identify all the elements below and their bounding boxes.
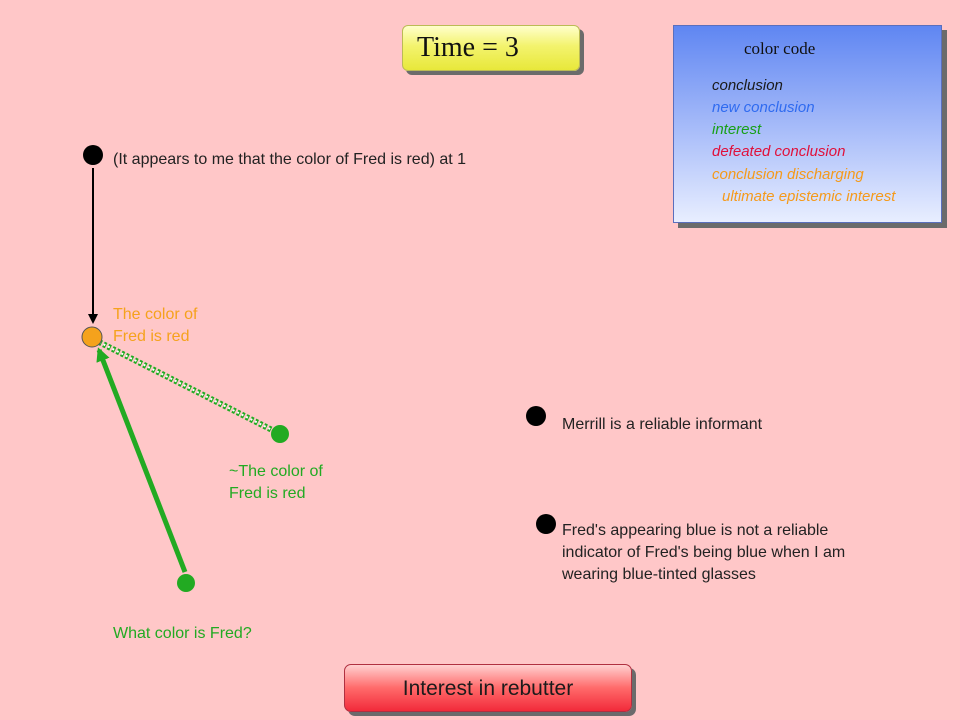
color-code-legend: color code conclusion new conclusion int… xyxy=(673,25,942,223)
legend-item-conclusion-discharging: conclusion discharging xyxy=(712,166,864,183)
label-not-fred-red-line2: Fred is red xyxy=(229,485,306,502)
node-fred-red[interactable] xyxy=(81,326,103,348)
edge-rebutter-link-inner xyxy=(98,341,277,433)
label-blue-glasses-line3: wearing blue-tinted glasses xyxy=(562,566,756,583)
label-blue-glasses: Fred's appearing blue is not a reliable … xyxy=(562,520,845,586)
legend-title: color code xyxy=(744,39,816,58)
legend-item-defeated-conclusion: defeated conclusion xyxy=(712,143,846,160)
label-appears-red: (It appears to me that the color of Fred… xyxy=(113,151,467,168)
node-blue-glasses[interactable] xyxy=(536,514,556,534)
node-what-color[interactable] xyxy=(177,574,195,592)
legend-item-conclusion: conclusion xyxy=(712,77,783,94)
label-fred-red-line1: The color of xyxy=(113,306,198,323)
label-not-fred-red-line1: ~The color of xyxy=(229,463,323,480)
label-fred-red: The color of Fred is red xyxy=(113,304,197,348)
interest-in-rebutter-button[interactable]: Interest in rebutter xyxy=(344,664,632,712)
legend-item-new-conclusion: new conclusion xyxy=(712,99,815,116)
label-what-color: What color is Fred? xyxy=(113,625,252,642)
node-merrill[interactable] xyxy=(526,406,546,426)
legend-item-interest: interest xyxy=(712,121,762,138)
legend-item-ultimate-epistemic-interest: ultimate epistemic interest xyxy=(722,188,896,205)
label-not-fred-red: ~The color of Fred is red xyxy=(229,461,323,505)
edge-interest-what-color xyxy=(96,347,188,573)
node-not-fred-red[interactable] xyxy=(271,425,289,443)
node-appears-red[interactable] xyxy=(83,145,103,165)
label-fred-red-line2: Fred is red xyxy=(113,328,190,345)
label-blue-glasses-line2: indicator of Fred's being blue when I am xyxy=(562,544,846,561)
label-merrill: Merrill is a reliable informant xyxy=(562,416,763,433)
time-title: Time = 3 xyxy=(402,25,580,71)
label-blue-glasses-line1: Fred's appearing blue is not a reliable xyxy=(562,522,829,539)
